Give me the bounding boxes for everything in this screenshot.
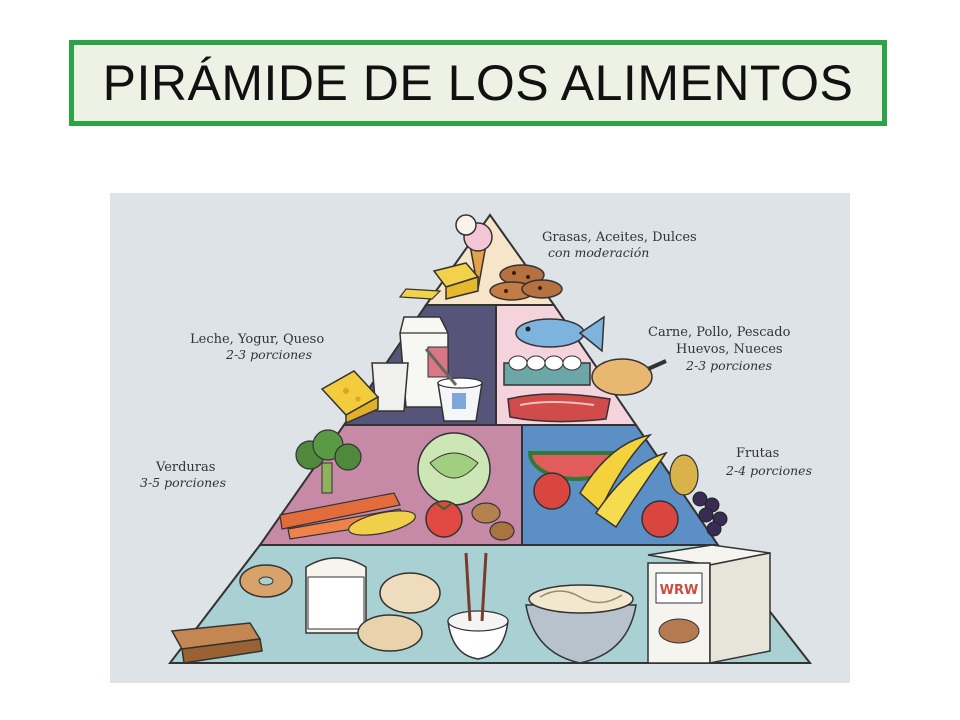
tomato-icon — [425, 500, 463, 538]
bananas-icon — [579, 433, 668, 529]
broccoli-icon — [295, 429, 362, 494]
eggs-carton-icon — [503, 355, 591, 386]
steak-icon — [507, 393, 611, 423]
label-dairy: Leche, Yogur, Queso — [190, 332, 324, 347]
cereal-box-label: WRW — [660, 583, 699, 598]
potatoes-icon — [471, 502, 515, 541]
label-fruits: Frutas — [736, 446, 779, 461]
label-fruits-servings: 2-4 porciones — [725, 463, 812, 478]
apple-icon — [533, 472, 679, 538]
rice-bowl-icon — [447, 552, 509, 660]
cheese-icon — [320, 370, 380, 425]
yogurt-cup-icon — [424, 348, 483, 422]
pear-icon — [669, 454, 699, 496]
bagel-icon — [239, 564, 293, 598]
roast-chicken-icon — [591, 358, 667, 396]
food-pyramid-illustration: WRW Grasas, Aceites, Dulces con moderaci… — [110, 193, 850, 683]
page-title: PIRÁMIDE DE LOS ALIMENTOS — [102, 55, 854, 111]
cookies-icon — [489, 264, 563, 301]
label-vegetables: Verduras — [155, 460, 215, 475]
label-fats-sweets-note: con moderación — [548, 245, 649, 260]
label-protein-line2: Huevos, Nueces — [676, 342, 783, 357]
fish-icon — [515, 315, 605, 353]
corn-icon — [348, 510, 416, 536]
label-fats-sweets: Grasas, Aceites, Dulces — [542, 230, 697, 245]
ice-cream-icon — [455, 214, 493, 290]
butter-icon — [398, 262, 480, 300]
label-protein-servings: 2-3 porciones — [685, 358, 772, 373]
label-dairy-servings: 2-3 porciones — [225, 347, 312, 362]
grapes-icon — [692, 491, 728, 537]
bread-rolls-icon — [357, 572, 441, 652]
pasta-colander-icon — [525, 584, 637, 664]
label-vegetables-servings: 3-5 porciones — [140, 475, 226, 490]
bread-loaf-icon — [305, 557, 367, 634]
title-banner: PIRÁMIDE DE LOS ALIMENTOS — [69, 40, 887, 126]
lettuce-icon — [417, 432, 491, 506]
sliced-bread-icon — [170, 622, 263, 664]
label-protein: Carne, Pollo, Pescado — [648, 325, 791, 340]
cereal-box-icon: WRW — [647, 544, 771, 664]
